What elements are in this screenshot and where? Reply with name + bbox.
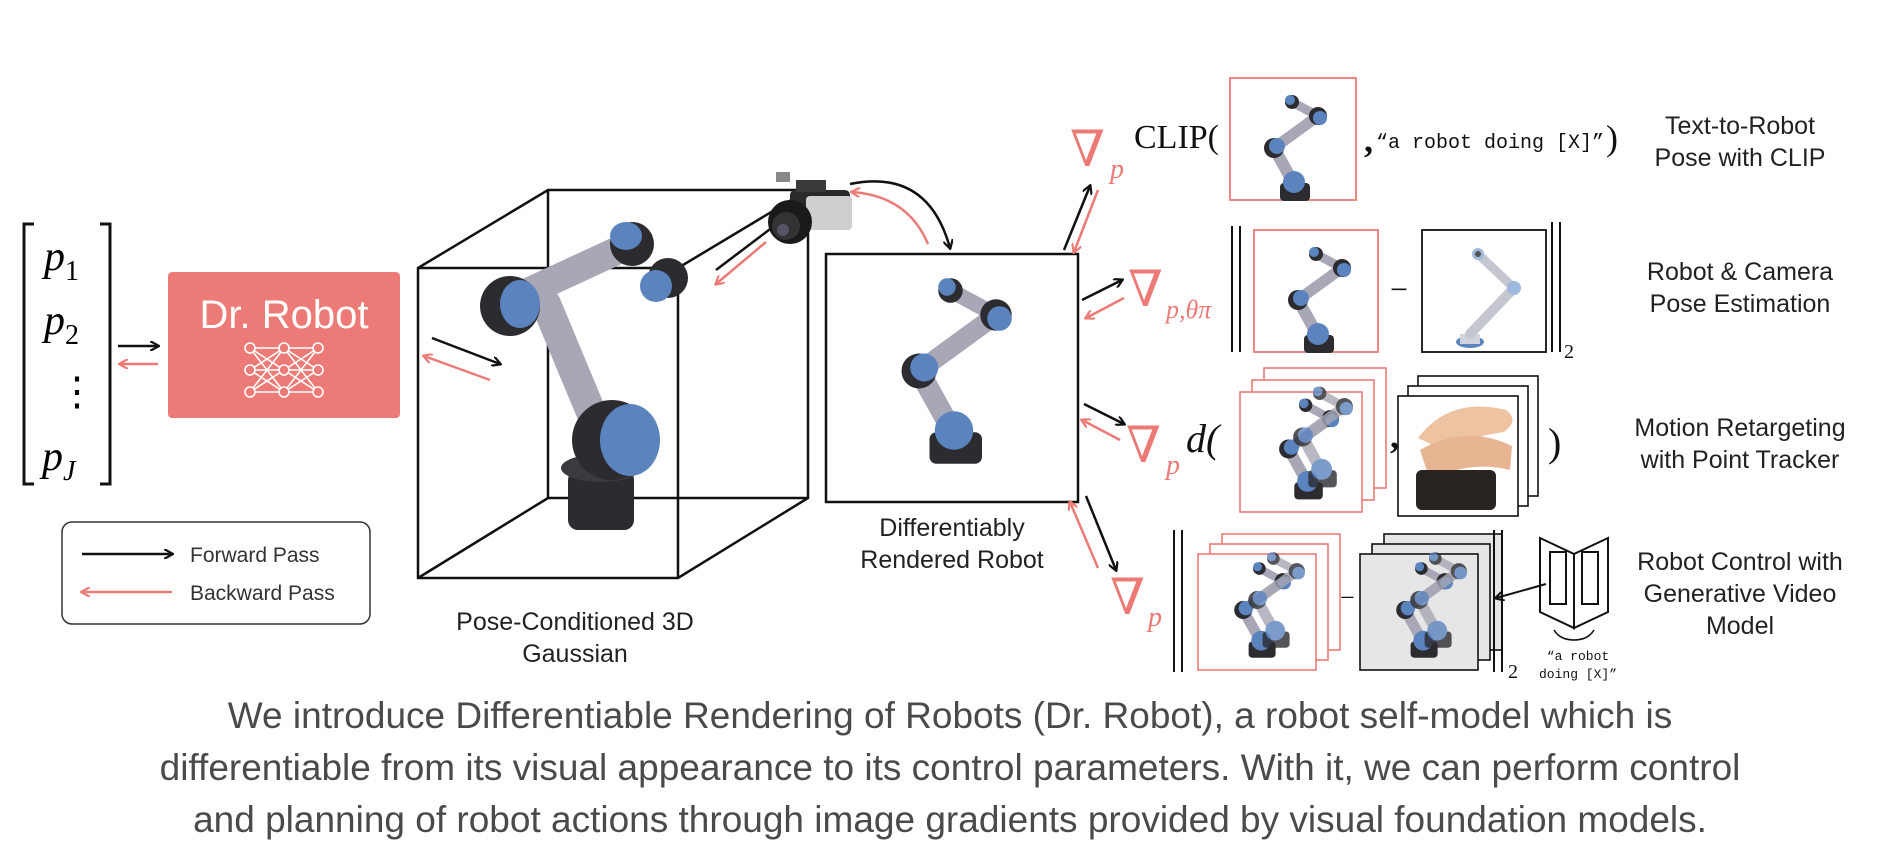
dr-robot-label: Dr. Robot — [200, 293, 369, 337]
task-row-clip: ∇ p CLIP( , “a robot doing [X]” ) — [1070, 77, 1618, 201]
clip-comma: , — [1364, 120, 1373, 160]
neural-network-icon — [244, 342, 324, 398]
task1-label-line1: Text-to-Robot — [1665, 112, 1815, 140]
rendered-robot-frame — [824, 252, 1080, 504]
forward-arrow-task3 — [1083, 402, 1124, 424]
task3-label-line2: with Point Tracker — [1640, 446, 1840, 474]
distance-function: d( — [1186, 416, 1222, 461]
forward-arrow-task1 — [1062, 186, 1090, 251]
clip-function: CLIP( — [1134, 119, 1219, 156]
gradient-symbol-4: ∇ — [1110, 569, 1145, 625]
forward-arrow-to-render — [849, 180, 950, 248]
task4-label-line1: Robot Control with — [1637, 548, 1843, 576]
pose-minus: − — [1390, 271, 1408, 307]
joint-vector: p1 p2 ⋮ pJ — [22, 222, 112, 487]
right-bracket — [100, 222, 112, 486]
joint-pJ: pJ — [39, 434, 77, 487]
forward-arrow-task2 — [1081, 280, 1122, 302]
joint-vdots: ⋮ — [57, 369, 97, 414]
backward-arrow-task1 — [1074, 189, 1100, 252]
backward-arrow-from-camera — [716, 241, 767, 284]
caption-line-2: differentiable from its visual appearanc… — [159, 747, 1741, 788]
task-row-pose-estimation: ∇ p,θπ − 2 — [1128, 222, 1574, 363]
forward-arrow-to-gaussian — [431, 336, 500, 364]
task-row-video-control: ∇ p − 2 “a robot doing [X]” — [1110, 530, 1617, 683]
joint-p2: p2 — [41, 298, 79, 351]
gradient-symbol-1: ∇ — [1070, 121, 1105, 177]
legend: Forward Pass Backward Pass — [61, 521, 371, 625]
gradient-subscript-1: p — [1108, 154, 1124, 185]
forward-arrow-task4 — [1084, 495, 1116, 570]
camera-icon — [768, 172, 852, 244]
legend-border — [61, 521, 371, 625]
prompt-brace — [1553, 629, 1595, 641]
dr-robot-box: Dr. Robot — [168, 272, 400, 418]
task4-label-line2: Generative Video — [1644, 580, 1837, 608]
retarget-close-paren: ) — [1548, 420, 1561, 465]
video-prompt-line1: “a robot — [1547, 649, 1609, 664]
gradient-symbol-2: ∇ — [1128, 261, 1163, 317]
gradient-subscript-2: p,θπ — [1164, 295, 1212, 324]
figure-caption: We introduce Differentiable Rendering of… — [0, 690, 1900, 846]
gaussian-cube — [416, 188, 810, 580]
caption-line-1: We introduce Differentiable Rendering of… — [227, 695, 1673, 736]
task2-label-line2: Pose Estimation — [1650, 290, 1831, 318]
caption-line-3: and planning of robot actions through im… — [193, 799, 1707, 840]
rendered-label-line2: Rendered Robot — [860, 546, 1044, 574]
backward-arrow-from-gaussian — [424, 356, 491, 382]
pose-norm-subscript: 2 — [1564, 341, 1574, 363]
task-labels: Text-to-Robot Pose with CLIP Robot & Cam… — [1634, 112, 1845, 640]
robot-3d-model — [480, 222, 688, 530]
legend-forward-label: Forward Pass — [190, 544, 320, 567]
pose-target-frame — [1421, 229, 1547, 353]
task2-label-line1: Robot & Camera — [1647, 258, 1833, 286]
joint-p1: p1 — [41, 234, 79, 287]
gradient-subscript-4: p — [1146, 602, 1162, 633]
gaussian-label-line2: Gaussian — [522, 640, 628, 668]
task4-label-line3: Model — [1706, 612, 1774, 640]
left-bracket — [22, 222, 34, 486]
backward-arrow-task2 — [1086, 296, 1125, 318]
gradient-subscript-3: p — [1164, 450, 1180, 481]
video-model-arrow — [1496, 583, 1547, 598]
video-model-icon — [1539, 536, 1609, 630]
task3-label-line1: Motion Retargeting — [1634, 414, 1845, 442]
backward-arrow-task3 — [1082, 420, 1121, 442]
legend-backward-label: Backward Pass — [190, 582, 335, 605]
task1-label-line2: Pose with CLIP — [1655, 144, 1826, 172]
clip-close-paren: ) — [1606, 118, 1618, 158]
video-prompt-line2: doing [X]” — [1539, 667, 1617, 682]
gaussian-label-line1: Pose-Conditioned 3D — [456, 608, 694, 636]
human-hand-image — [1416, 406, 1513, 510]
backward-arrow-from-render — [852, 192, 930, 245]
video-minus: − — [1340, 583, 1355, 612]
task-row-motion-retargeting: ∇ p d( , ) — [1126, 367, 1561, 517]
gradient-symbol-3: ∇ — [1126, 417, 1161, 473]
video-norm-subscript: 2 — [1508, 661, 1518, 683]
backward-arrow-task4 — [1070, 502, 1100, 569]
retarget-comma: , — [1390, 416, 1399, 456]
clip-prompt: “a robot doing [X]” — [1376, 132, 1604, 155]
rendered-label-line1: Differentiably — [879, 514, 1025, 542]
